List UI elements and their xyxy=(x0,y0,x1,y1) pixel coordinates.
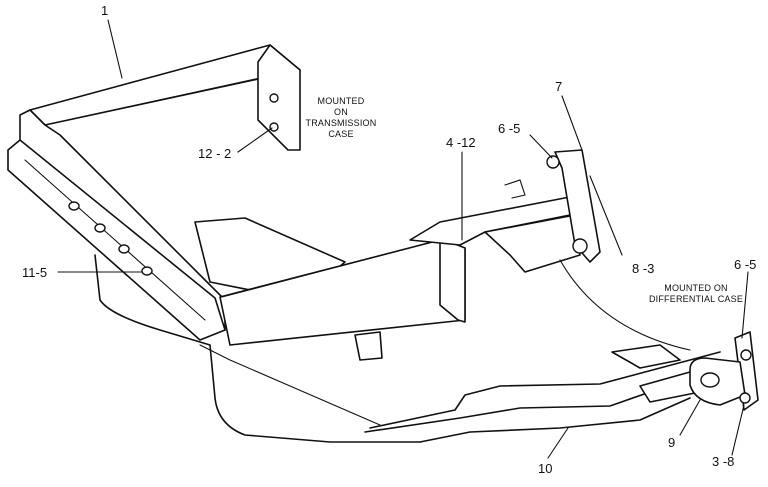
leader-6-5-right xyxy=(741,271,749,339)
leader-8-3 xyxy=(589,175,623,256)
flange-inner-line xyxy=(24,159,206,321)
callout-6-5-right: 6 -5 xyxy=(734,257,757,272)
front-flange xyxy=(7,139,226,341)
callout-6-5-top: 6 -5 xyxy=(498,121,521,136)
leader-3-8 xyxy=(731,404,745,456)
small-tab xyxy=(504,179,526,199)
leader-6-5-top xyxy=(529,134,553,159)
lower-pan-outline xyxy=(94,254,421,443)
bracket-top-inner xyxy=(44,77,261,126)
callout-7: 7 xyxy=(555,79,563,94)
leader-1 xyxy=(107,19,123,79)
mount-bolt-upper xyxy=(740,349,752,361)
lower-arm-top xyxy=(369,351,721,429)
leader-7 xyxy=(561,95,583,151)
callout-9: 9 xyxy=(668,435,676,450)
flange-bolt-3 xyxy=(118,244,130,254)
note-differential-line-2: DIFFERENTIAL CASE xyxy=(648,294,744,304)
link-bolt-top xyxy=(546,155,560,169)
flange-bolt-1 xyxy=(68,201,80,211)
mount-bolt-lower xyxy=(739,392,751,404)
note-transmission: MOUNTED ON TRANSMISSION CASE xyxy=(300,96,382,140)
callout-8-3: 8 -3 xyxy=(632,261,655,276)
flange-bolt-4 xyxy=(141,266,153,276)
callout-3-8: 3 -8 xyxy=(712,454,735,469)
rear-rail-plate xyxy=(484,214,581,273)
callout-1: 1 xyxy=(101,3,109,18)
center-stub xyxy=(354,331,383,361)
note-differential: MOUNTED ON DIFFERENTIAL CASE xyxy=(640,283,752,305)
lower-arm-step xyxy=(611,344,681,369)
note-transmission-line-2: ON xyxy=(334,107,348,117)
leader-12-2 xyxy=(237,127,273,153)
link-bolt-bottom xyxy=(572,238,588,254)
crossbeam-end-plate xyxy=(439,237,466,323)
clamp-bolt-eye xyxy=(700,372,720,388)
leader-9 xyxy=(679,399,701,436)
transmission-mount-ear xyxy=(257,44,301,151)
pan-side-edge xyxy=(199,344,381,426)
leader-10 xyxy=(547,427,569,459)
ear-bolt-hole-upper xyxy=(269,93,279,103)
ear-bolt-hole-lower xyxy=(269,122,279,132)
callout-4-12: 4 -12 xyxy=(446,135,476,150)
lower-arm-flange xyxy=(419,397,691,443)
clearance-arc xyxy=(559,259,691,351)
flange-bolt-2 xyxy=(94,223,106,233)
note-transmission-line-1: MOUNTED xyxy=(317,96,365,106)
callout-12-2: 12 - 2 xyxy=(198,146,232,161)
callout-11-5: 11-5 xyxy=(22,265,48,280)
leader-lines xyxy=(57,19,749,459)
callout-10: 10 xyxy=(538,461,553,476)
crossbeam-top xyxy=(221,239,441,298)
note-differential-line-1: MOUNTED ON xyxy=(664,283,728,293)
note-transmission-line-4: CASE xyxy=(328,129,354,139)
note-transmission-line-3: TRANSMISSION xyxy=(305,118,377,128)
lower-arm-bottom xyxy=(364,377,691,433)
